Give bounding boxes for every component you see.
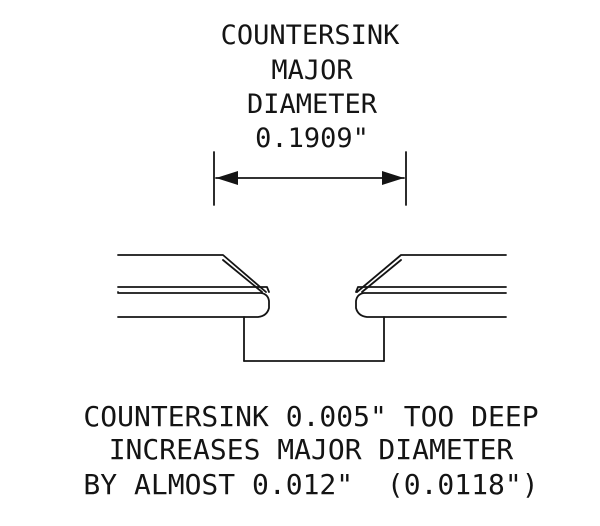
- dimension-line: [213, 151, 407, 206]
- countersink-cross-section: [117, 254, 507, 362]
- caption-line-1: COUNTERSINK 0.005" TOO DEEP: [83, 400, 538, 433]
- arrowhead-right: [382, 171, 404, 185]
- top-sheet-right-top-surface: [356, 254, 507, 293]
- bottom-sheet-right-top-surface: [355, 292, 507, 318]
- arrowhead-left: [216, 171, 238, 185]
- top-sheet-right-bottom-surface: [355, 286, 507, 293]
- dimension-label-line-1: COUNTERSINK: [221, 20, 401, 51]
- caption-line-3: BY ALMOST 0.012" (0.0118"): [83, 468, 538, 501]
- top-sheet-left-bottom-surface: [117, 286, 270, 293]
- caption: COUNTERSINK 0.005" TOO DEEP INCREASES MA…: [83, 400, 538, 501]
- caption-line-2: INCREASES MAJOR DIAMETER: [109, 433, 514, 466]
- dimension-label: COUNTERSINK MAJOR DIAMETER 0.1909": [221, 20, 401, 154]
- countersink-cone-right: [361, 259, 402, 293]
- bottom-sheet-left-top-surface: [117, 291, 270, 318]
- dimension-label-line-3: DIAMETER: [247, 89, 378, 120]
- dimension-label-line-2: MAJOR: [271, 55, 353, 86]
- top-sheet-left-top-surface: [117, 254, 267, 293]
- dimension-value: 0.1909": [255, 123, 369, 154]
- countersink-cone-left: [222, 259, 263, 293]
